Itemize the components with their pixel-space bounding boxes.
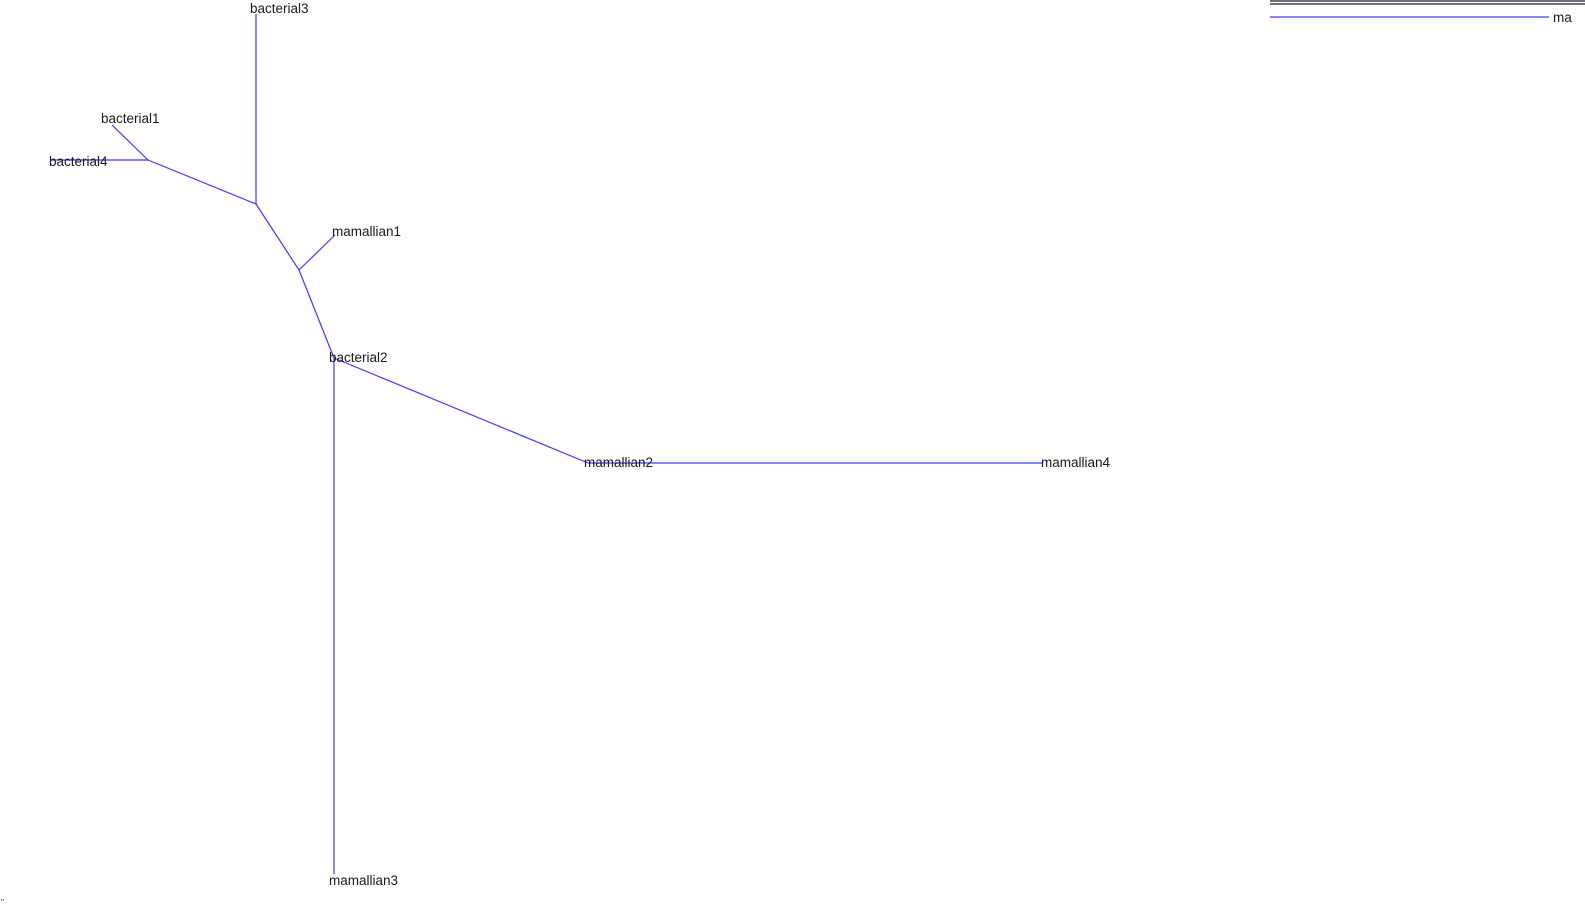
edge-internal-b [255,203,300,271]
leaf-label-mamallian1: mamallian1 [332,224,401,239]
leaf-label-bacterial3: bacterial3 [250,1,309,16]
leaf-label-mamallian4: mamallian4 [1041,455,1111,470]
leaf-label-bacterial2: bacterial2 [329,350,388,365]
edge-internal-c [298,269,335,359]
edge-internal-a [147,159,257,205]
leaf-label-mamallian2: mamallian2 [584,455,653,470]
edge-bacterial2-mamallian2 [333,357,589,464]
corner-mark: " [1,898,4,907]
leaf-label-mamallian3: mamallian3 [329,873,398,888]
leaf-label-bacterial4: bacterial4 [49,154,108,169]
edge-mamallian1 [298,234,336,271]
legend: ma [1270,0,1585,25]
leaf-label-bacterial1: bacterial1 [101,111,160,126]
legend-label: ma [1553,10,1572,25]
edge-bacterial1 [111,124,149,161]
